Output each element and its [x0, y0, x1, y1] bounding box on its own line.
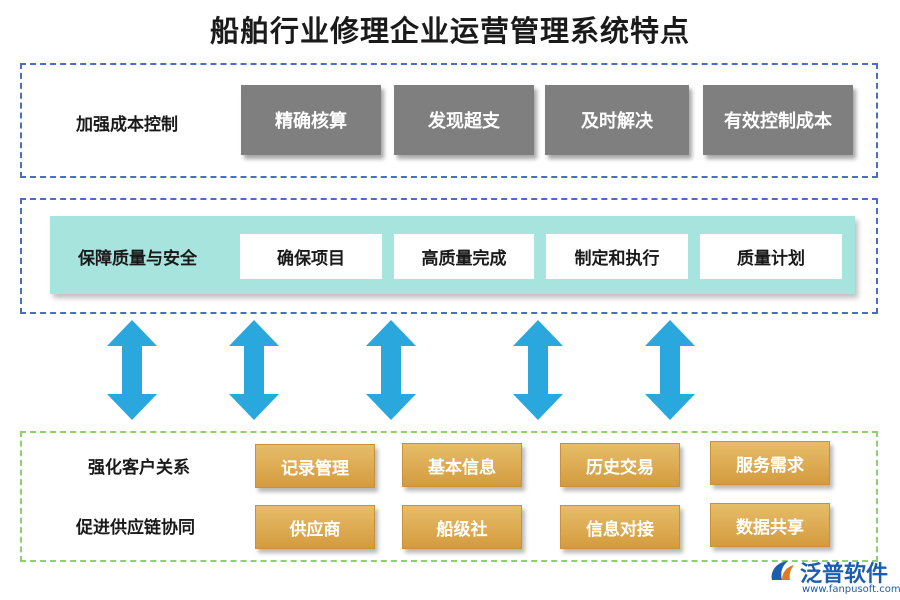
cost-control-label: 加强成本控制 [76, 115, 178, 135]
double-arrow-icon [645, 320, 695, 420]
supply-chain-label: 促进供应链协同 [76, 518, 195, 538]
cost-control-panel [20, 63, 878, 178]
customer-item-basic-info: 基本信息 [402, 443, 522, 487]
double-arrow-icon [229, 320, 279, 420]
double-arrow-icon [366, 320, 416, 420]
quality-safety-panel [20, 198, 878, 314]
relations-panel [20, 431, 878, 562]
customer-item-service-needs: 服务需求 [710, 441, 830, 485]
supply-item-data-sharing: 数据共享 [710, 503, 830, 547]
page-title: 船舶行业修理企业运营管理系统特点 [209, 14, 690, 48]
quality-item-quality-plan: 质量计划 [700, 234, 842, 279]
supply-item-info-docking: 信息对接 [560, 505, 680, 549]
customer-label: 强化客户关系 [88, 458, 190, 478]
logo-name: 泛普软件 [800, 562, 889, 587]
quality-safety-label: 保障质量与安全 [78, 249, 197, 269]
cost-item-find-overspend: 发现超支 [394, 85, 534, 155]
quality-item-formulate-execute: 制定和执行 [546, 234, 688, 279]
supply-item-supplier: 供应商 [255, 505, 375, 549]
double-arrow-icon [513, 320, 563, 420]
double-arrow-icon [107, 320, 157, 420]
cost-item-effective-control: 有效控制成本 [703, 85, 853, 155]
cost-item-timely-resolve: 及时解决 [545, 85, 689, 155]
supply-item-classification-society: 船级社 [402, 505, 522, 549]
cost-item-accurate-accounting: 精确核算 [241, 85, 381, 155]
customer-item-records: 记录管理 [255, 444, 375, 488]
quality-item-ensure-project: 确保项目 [240, 234, 382, 279]
quality-item-high-quality: 高质量完成 [394, 234, 534, 279]
customer-item-history: 历史交易 [560, 443, 680, 487]
logo-url: www.fanpusoft.com [802, 584, 900, 595]
fanpu-logo-icon [771, 561, 794, 580]
fanpu-logo: 泛普软件 www.fanpusoft.com [768, 556, 900, 596]
